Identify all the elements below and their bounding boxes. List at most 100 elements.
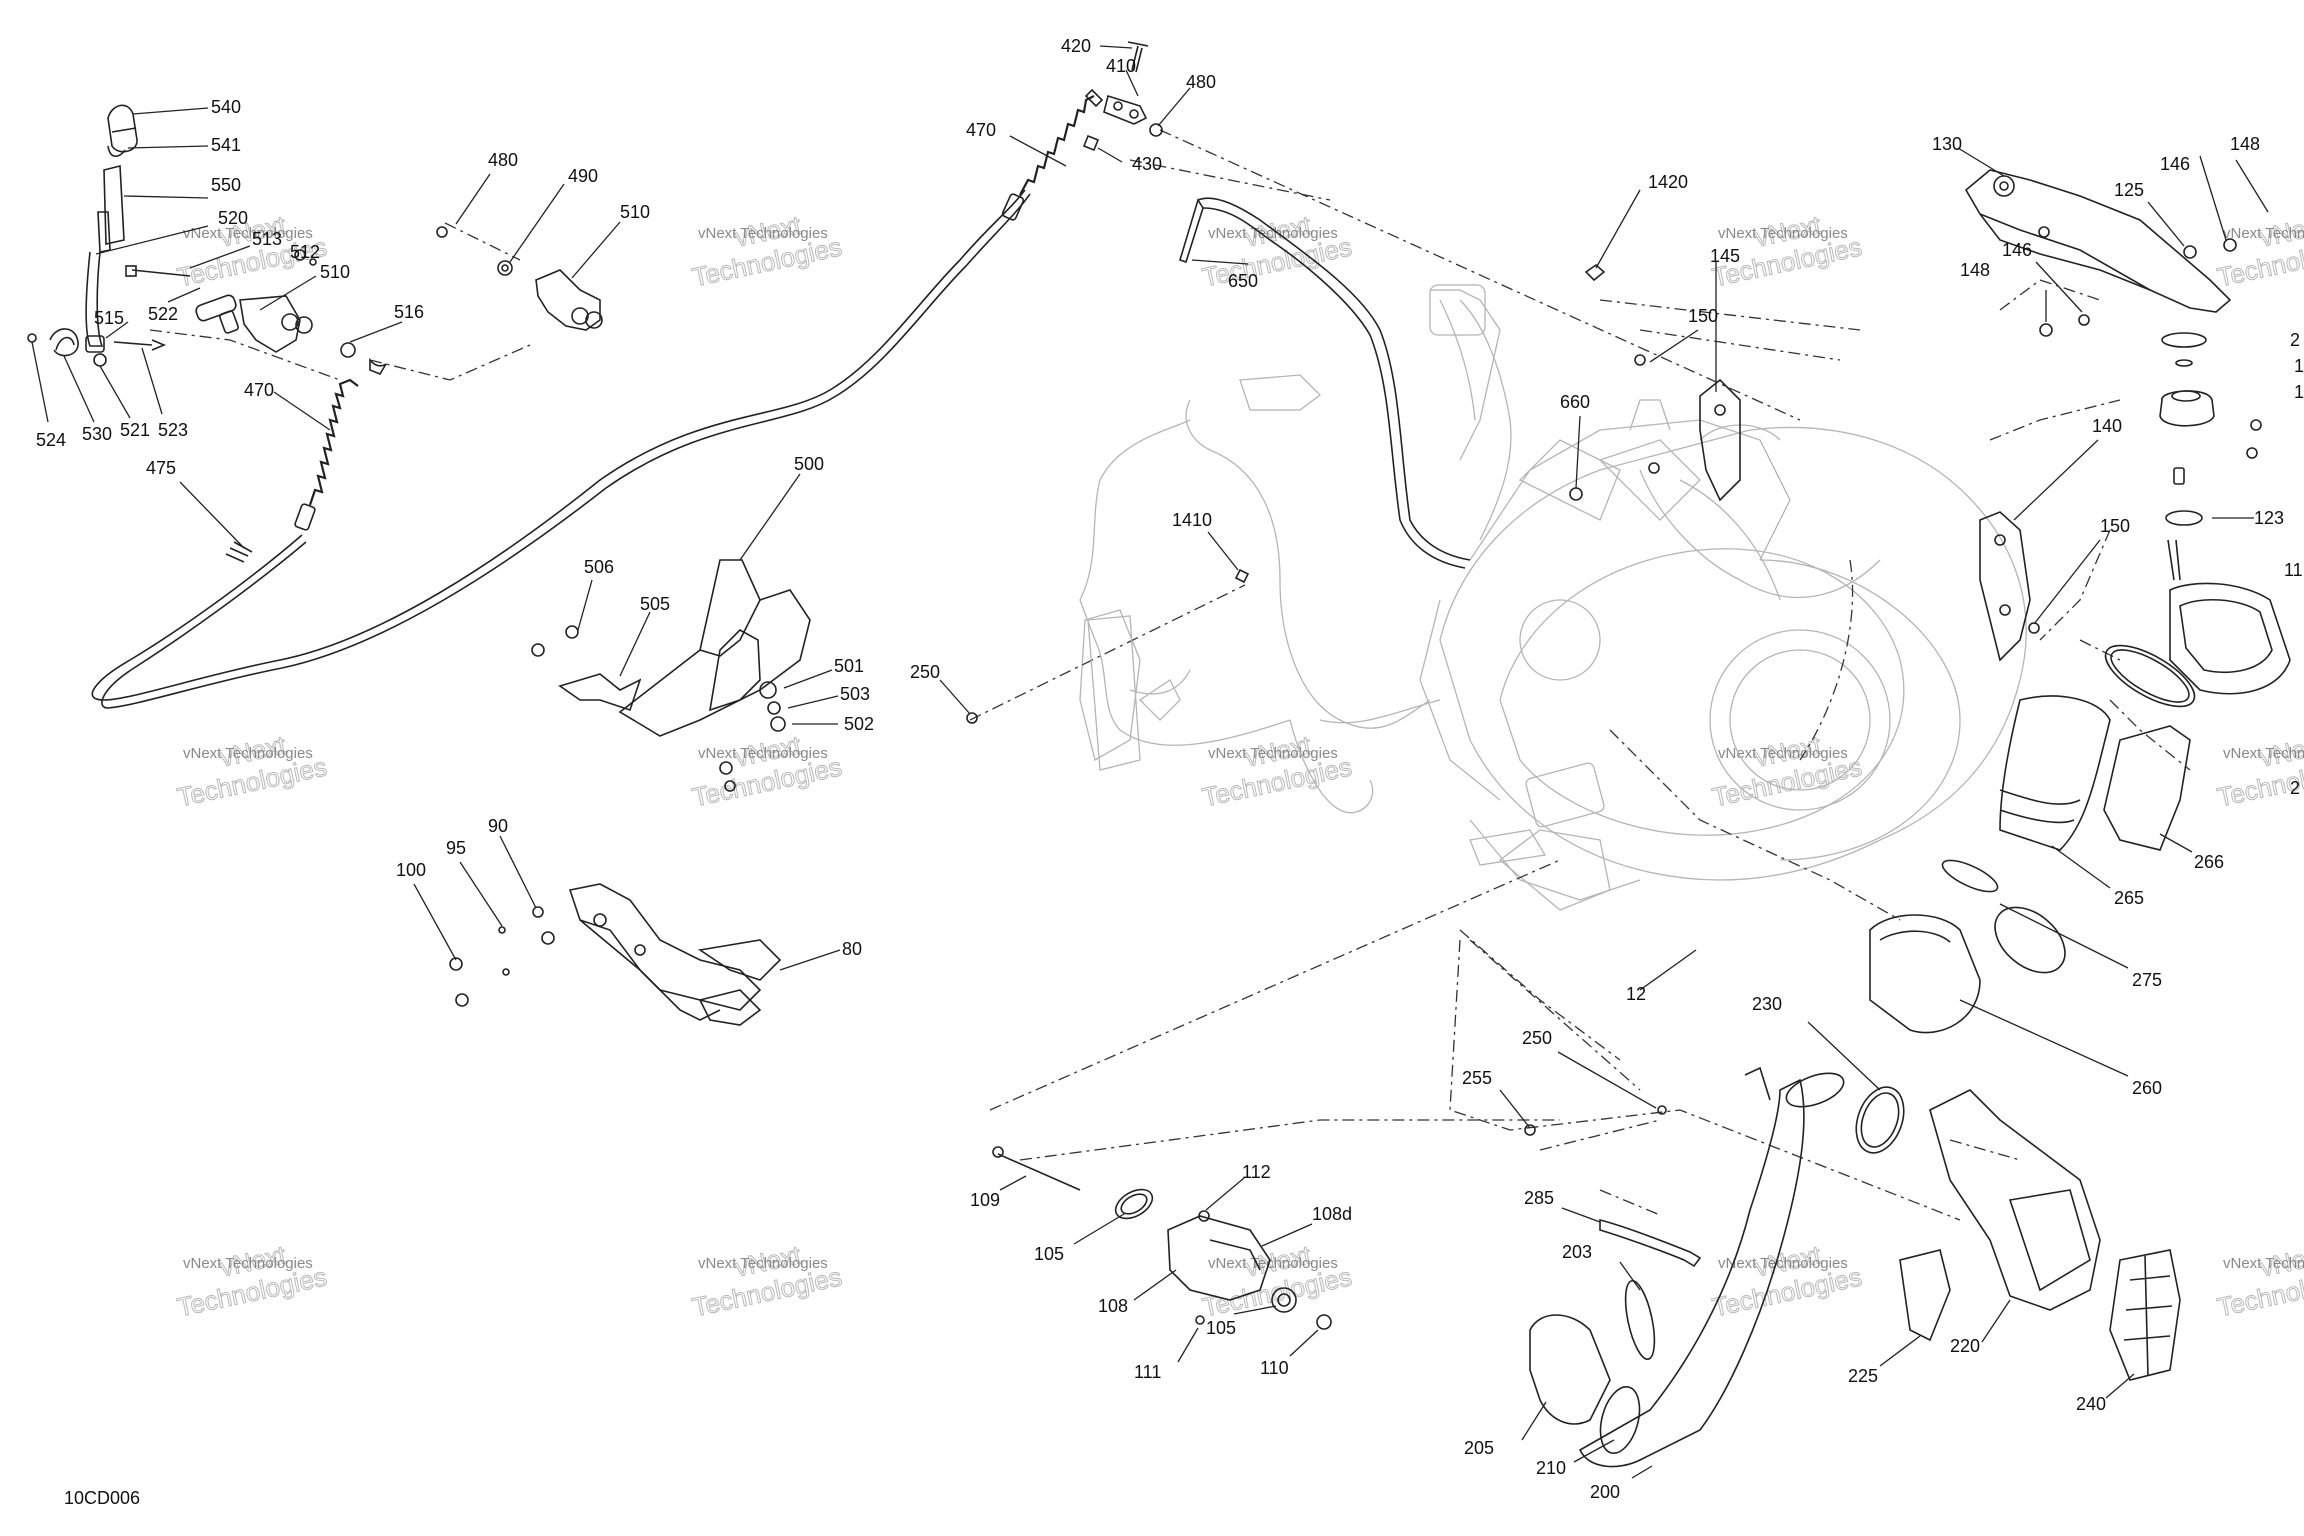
callout-275: 275 — [2132, 970, 2162, 990]
engine-mount-bracket — [1964, 169, 2262, 581]
callout-205: 205 — [1464, 1438, 1494, 1458]
mount-bracket — [531, 559, 811, 792]
watermark-small: vNext Technologies — [698, 225, 828, 242]
breather-hose — [1179, 197, 1471, 569]
watermark-small: vNext Technologies — [183, 1255, 313, 1272]
callout-522: 522 — [148, 304, 178, 324]
callout-266: 266 — [2194, 852, 2224, 872]
callout-475: 475 — [146, 458, 176, 478]
callout-230: 230 — [1752, 994, 1782, 1014]
watermark-small: vNext Technologies — [698, 1255, 828, 1272]
callout-145: 145 — [1710, 246, 1740, 266]
callout-541: 541 — [211, 135, 241, 155]
callout-512: 512 — [290, 242, 320, 262]
callout-480-upper: 480 — [1186, 72, 1216, 92]
callout-523: 523 — [158, 420, 188, 440]
callout-150-upper: 150 — [1688, 306, 1718, 326]
pump-assembly — [992, 1146, 1332, 1330]
watermark-layer: vNext Technologies vNext Technologies vN… — [174, 209, 2304, 1323]
callout-146-lower: 146 — [2002, 240, 2032, 260]
callout-clipped-2: 1 — [2294, 382, 2304, 402]
callout-148-upper: 148 — [2230, 134, 2260, 154]
callout-520: 520 — [218, 208, 248, 228]
callout-530: 530 — [82, 424, 112, 444]
drawing-code: 10CD006 — [64, 1488, 140, 1508]
callout-123: 123 — [2254, 508, 2284, 528]
watermark: vNext Technologies — [174, 729, 330, 813]
watermark: vNext Technologies — [689, 1239, 845, 1323]
callout-90: 90 — [488, 816, 508, 836]
callout-650: 650 — [1228, 271, 1258, 291]
callout-250-left: 250 — [910, 662, 940, 682]
callout-516: 516 — [394, 302, 424, 322]
watermark: vNext Technologies — [2214, 209, 2304, 293]
callout-470-lower: 470 — [244, 380, 274, 400]
engine-side-bracket — [1569, 263, 2040, 662]
callout-1410: 1410 — [1172, 510, 1212, 530]
watermark-small: vNext Technologies — [698, 745, 828, 762]
watermark-small: vNext Technologies — [1718, 745, 1848, 762]
callout-140: 140 — [2092, 416, 2122, 436]
callout-203: 203 — [1562, 1242, 1592, 1262]
callout-550: 550 — [211, 175, 241, 195]
callout-108: 108 — [1098, 1296, 1128, 1316]
brake-pedal-assembly — [449, 883, 782, 1026]
callout-111: 111 — [1134, 1362, 1161, 1382]
callout-clipped-2a: 2 — [2290, 778, 2300, 798]
callout-125: 125 — [2114, 180, 2144, 200]
callout-524: 524 — [36, 430, 66, 450]
callout-clipped-1: 1 — [2294, 356, 2304, 376]
callout-470-upper: 470 — [966, 120, 996, 140]
watermark: vNext Technologies — [174, 1239, 330, 1323]
callout-100: 100 — [396, 860, 426, 880]
callout-510-left: 510 — [320, 262, 350, 282]
watermark-small: vNext Technologies — [1208, 225, 1338, 242]
callout-146-upper: 146 — [2160, 154, 2190, 174]
leader-lines — [31, 45, 2269, 1479]
cable-support-bracket — [436, 226, 603, 331]
callout-clipped-2b: 2 — [2290, 330, 2300, 350]
watermark: vNext Technologies — [689, 209, 845, 293]
watermark-small: vNext Technologies — [183, 745, 313, 762]
watermark: vNext Technologies — [689, 729, 845, 813]
callout-521: 521 — [120, 420, 150, 440]
watermark: vNext Technologies — [1199, 729, 1355, 813]
callout-240: 240 — [2076, 1394, 2106, 1414]
callout-105-left: 105 — [1034, 1244, 1064, 1264]
callout-clipped-11: 11 — [2284, 560, 2303, 580]
callout-225: 225 — [1848, 1366, 1878, 1386]
callout-110: 110 — [1260, 1358, 1289, 1378]
callout-410: 410 — [1106, 56, 1136, 76]
callout-265: 265 — [2114, 888, 2144, 908]
watermark-small: vNext Technologies — [1718, 225, 1848, 242]
intake-ducts — [1524, 582, 2291, 1468]
callout-505: 505 — [640, 594, 670, 614]
engine-control-module — [966, 568, 1250, 771]
callout-1420: 1420 — [1648, 172, 1688, 192]
callout-labels: 540 541 550 520 513 512 510 515 522 524 … — [36, 36, 2304, 1502]
watermark: vNext Technologies — [1199, 209, 1355, 293]
callout-112: 112 — [1242, 1162, 1271, 1182]
callout-148-lower: 148 — [1960, 260, 1990, 280]
oil-lines — [1429, 284, 1512, 541]
callout-210: 210 — [1536, 1458, 1566, 1478]
callout-506: 506 — [584, 557, 614, 577]
shift-lever-assembly — [27, 104, 387, 375]
watermark-small: vNext Technologies — [2223, 745, 2304, 762]
callout-502: 502 — [844, 714, 874, 734]
callout-260: 260 — [2132, 1078, 2162, 1098]
watermark-small: vNext Technologies — [1208, 1255, 1338, 1272]
watermark: vNext Technologies — [1199, 1239, 1355, 1323]
callout-105-right: 105 — [1206, 1318, 1236, 1338]
watermark-small: vNext Technologies — [1208, 745, 1338, 762]
callout-513: 513 — [252, 229, 282, 249]
callout-480-upper-left: 480 — [488, 150, 518, 170]
callout-510-mid: 510 — [620, 202, 650, 222]
watermark-small: vNext Technologies — [2223, 1255, 2304, 1272]
callout-430: 430 — [1132, 154, 1162, 174]
assembly-lines — [149, 129, 2191, 1221]
callout-500: 500 — [794, 454, 824, 474]
callout-80: 80 — [842, 939, 862, 959]
watermark: vNext Technologies — [2214, 1239, 2304, 1323]
